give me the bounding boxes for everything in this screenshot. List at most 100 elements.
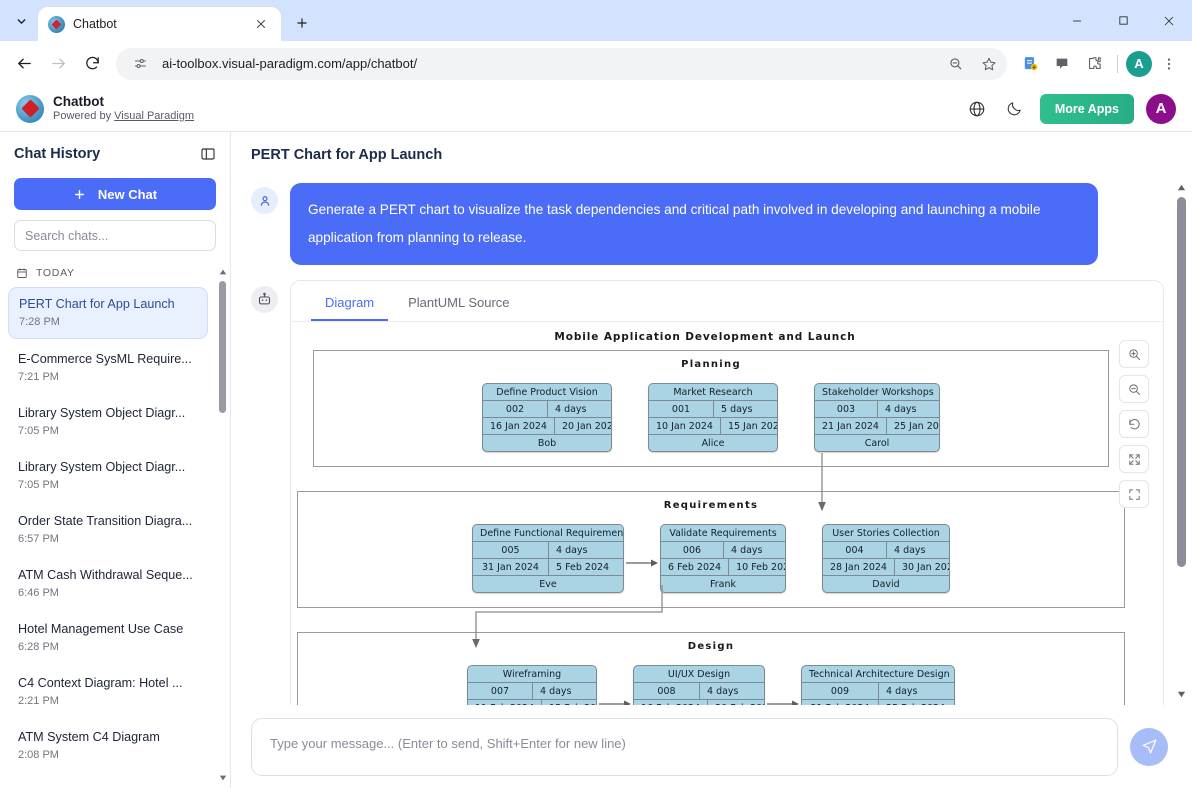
moon-icon[interactable]: [1002, 96, 1028, 122]
chat-item-title: E-Commerce SysML Require...: [18, 352, 192, 366]
new-chat-button[interactable]: New Chat: [14, 178, 216, 210]
window-close-icon[interactable]: [1146, 0, 1192, 41]
conversation-area: Generate a PERT chart to visualize the t…: [231, 177, 1192, 705]
back-arrow-icon[interactable]: [8, 48, 40, 80]
plus-icon: [74, 189, 84, 199]
expand-icon[interactable]: [1119, 445, 1149, 473]
main-header: PERT Chart for App Launch: [231, 132, 1192, 177]
doc-download-icon[interactable]: [1015, 49, 1045, 79]
task-end-date: 30 Jan 2024: [893, 559, 949, 575]
browser-tab[interactable]: Chatbot: [38, 7, 281, 41]
diagram-viewport[interactable]: Mobile Application Development and Launc…: [291, 322, 1163, 705]
maximize-icon[interactable]: [1100, 0, 1146, 41]
reset-icon[interactable]: [1119, 410, 1149, 438]
zoom-out-icon[interactable]: [943, 52, 967, 76]
task-duration: 5 days: [713, 401, 777, 417]
task-end-date: 10 Feb 2024: [728, 559, 785, 575]
chat-item-time: 2:21 PM: [18, 695, 59, 707]
person-icon: [251, 187, 278, 214]
chat-history-item[interactable]: Library System Object Diagr...7:05 PM: [8, 451, 208, 501]
tune-icon[interactable]: [128, 52, 152, 76]
new-chat-label: New Chat: [97, 186, 158, 202]
vp-globe-icon: [48, 15, 65, 33]
chat-item-title: Library System Object Diagr...: [18, 460, 186, 474]
chat-item-title: Library System Object Diagr...: [18, 406, 186, 420]
kebab-menu-icon[interactable]: [1154, 49, 1184, 79]
conv-scroll-thumb[interactable]: [1177, 197, 1186, 567]
address-bar[interactable]: ai-toolbox.visual-paradigm.com/app/chatb…: [116, 47, 1007, 80]
chat-group-label: TODAY: [36, 267, 75, 279]
user-avatar[interactable]: A: [1146, 93, 1176, 124]
close-icon[interactable]: [251, 14, 271, 34]
calendar-icon: [17, 268, 27, 278]
more-apps-button[interactable]: More Apps: [1039, 93, 1134, 124]
browser-profile-avatar[interactable]: A: [1126, 50, 1152, 77]
message-input[interactable]: Type your message... (Enter to send, Shi…: [251, 717, 1118, 776]
send-button[interactable]: [1130, 727, 1168, 766]
fit-screen-icon[interactable]: [1119, 480, 1149, 508]
task-owner: Carol: [864, 437, 890, 449]
task-start-date: 31 Jan 2024: [482, 561, 539, 573]
scroll-up-icon[interactable]: [218, 267, 227, 276]
task-owner: David: [872, 578, 900, 590]
search-chats-input[interactable]: [14, 220, 216, 251]
puzzle-icon[interactable]: [1079, 49, 1109, 79]
dependency-arrow: [624, 558, 660, 568]
forward-arrow-icon: [42, 48, 74, 80]
brand[interactable]: Chatbot Powered by Visual Paradigm: [16, 94, 194, 123]
zoom-in-icon[interactable]: [1119, 340, 1149, 368]
tab-search-icon[interactable]: [6, 6, 36, 36]
tab-diagram[interactable]: Diagram: [311, 285, 389, 321]
chat-item-time: 6:46 PM: [18, 587, 59, 599]
chat-history-item[interactable]: C4 Context Diagram: Hotel ... 2:21 PM: [8, 667, 208, 717]
chat-bubble-icon[interactable]: [1047, 49, 1077, 79]
tab-plantuml-source[interactable]: PlantUML Source: [394, 285, 523, 321]
star-icon[interactable]: [977, 52, 1001, 76]
chat-item-title: C4 Context Diagram: Hotel ...: [18, 676, 183, 690]
visual-paradigm-link[interactable]: Visual Paradigm: [114, 110, 195, 122]
minimize-icon[interactable]: [1054, 0, 1100, 41]
chat-history-item[interactable]: ATM Cash Withdrawal Seque...6:46 PM: [8, 559, 208, 609]
panel-collapse-icon[interactable]: [200, 146, 216, 162]
user-message-text: Generate a PERT chart to visualize the t…: [290, 183, 1098, 265]
task-duration: 4 days: [886, 542, 949, 558]
zoom-out-icon[interactable]: [1119, 375, 1149, 403]
chat-history-item[interactable]: E-Commerce SysML Require...7:21 PM: [8, 343, 208, 393]
app-name: Chatbot: [53, 94, 104, 109]
chat-history-item[interactable]: Library System Object Diagr...7:05 PM: [8, 397, 208, 447]
chat-history-title: Chat History: [14, 146, 101, 162]
diagram-canvas[interactable]: Mobile Application Development and Launc…: [291, 322, 1163, 705]
task-id: 001: [671, 403, 691, 415]
conversation-scrollbar[interactable]: [1174, 177, 1188, 705]
chat-history-item[interactable]: Order State Transition Diagra...6:57 PM: [8, 505, 208, 555]
sidebar-scroll-thumb[interactable]: [219, 281, 226, 413]
new-tab-button[interactable]: [287, 8, 317, 38]
globe-icon[interactable]: [964, 96, 990, 122]
scroll-down-icon[interactable]: [218, 773, 227, 782]
conv-scroll-up-icon[interactable]: [1176, 182, 1187, 193]
sidebar-header: Chat History: [0, 132, 230, 176]
app-subtitle: Powered by Visual Paradigm: [53, 109, 194, 123]
reload-icon[interactable]: [76, 48, 108, 80]
task-name: Wireframing: [502, 668, 562, 680]
conv-scroll-down-icon[interactable]: [1176, 689, 1187, 700]
task-id: 008: [657, 685, 676, 697]
sidebar-scrollbar[interactable]: [218, 267, 227, 782]
task-id: 002: [505, 403, 525, 415]
task-end-date: 5 Feb 2024: [548, 559, 623, 575]
